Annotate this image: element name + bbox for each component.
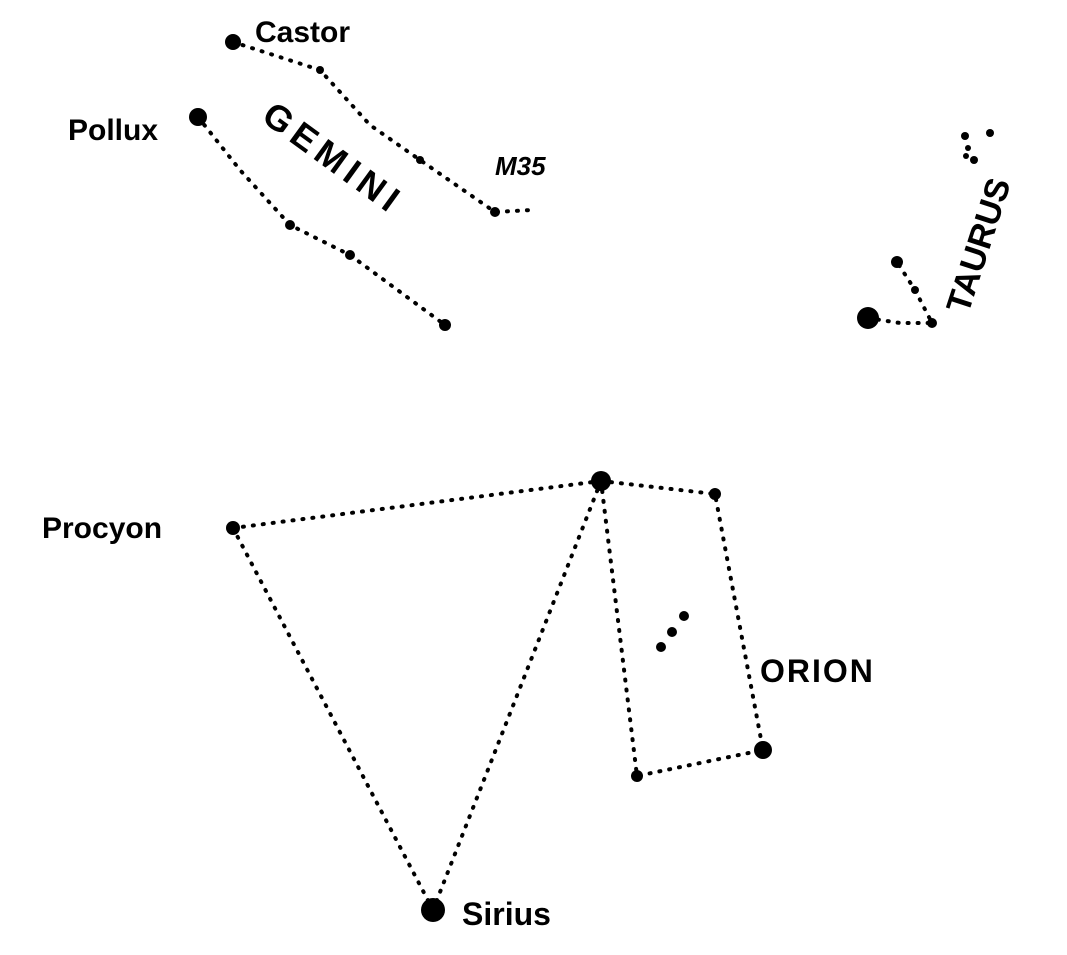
label-pollux: Pollux <box>68 114 158 147</box>
star <box>316 66 324 74</box>
star <box>927 318 937 328</box>
star-aldebaran <box>857 307 879 329</box>
label-procyon: Procyon <box>42 512 162 545</box>
orion-belt <box>656 611 689 652</box>
star <box>439 319 451 331</box>
taurus-constellation: TAURUS <box>857 129 1019 329</box>
star <box>911 286 919 294</box>
procyon-sirius-line <box>231 526 435 912</box>
star <box>285 220 295 230</box>
label-sirius: Sirius <box>462 896 551 932</box>
star <box>345 250 355 260</box>
star <box>416 156 424 164</box>
betelgeuse-sirius-line <box>431 479 603 912</box>
star-saiph <box>631 770 643 782</box>
winter-triangle-orion: Procyon ORION Sirius <box>42 471 875 932</box>
star-pollux <box>189 108 207 126</box>
star <box>891 256 903 268</box>
star <box>490 207 500 217</box>
star-rigel <box>754 741 772 759</box>
star-procyon <box>226 521 240 535</box>
star-castor <box>225 34 241 50</box>
pleiades <box>961 129 994 164</box>
procyon-betelgeuse-line <box>231 479 603 530</box>
label-taurus: TAURUS <box>939 173 1018 317</box>
label-orion: ORION <box>760 653 875 689</box>
label-gemini: GEMINI <box>255 93 412 223</box>
star-sirius <box>421 898 445 922</box>
label-m35: M35 <box>495 151 546 181</box>
star-betelgeuse <box>591 471 611 491</box>
taurus-line <box>866 260 936 325</box>
orion-outline <box>598 478 766 779</box>
gemini-constellation: Castor Pollux GEMINI M35 <box>68 16 546 331</box>
star-bellatrix <box>709 488 721 500</box>
label-castor: Castor <box>255 16 350 49</box>
